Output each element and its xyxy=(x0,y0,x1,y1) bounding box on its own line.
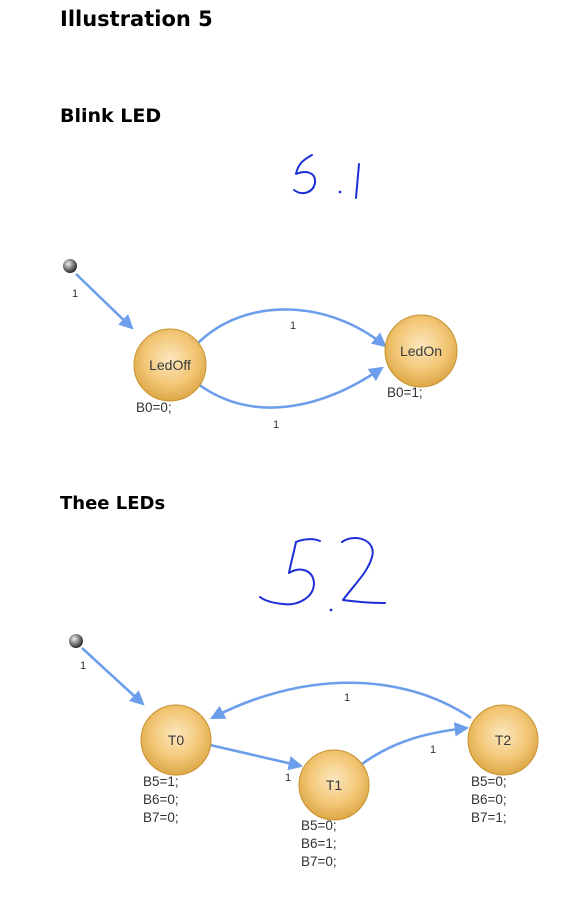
transition-label: 1 xyxy=(344,692,350,704)
transition-t2-to-t0 xyxy=(210,681,472,720)
initial-transition xyxy=(81,647,145,706)
state-action: B5=1; xyxy=(143,774,179,789)
state-action: B6=0; xyxy=(471,792,507,807)
transition-t0-to-t1 xyxy=(209,743,304,771)
initial-state-dot xyxy=(69,634,83,648)
state-t2: T2 B5=0; B6=0; B7=1; xyxy=(467,704,539,825)
transition-label: 1 xyxy=(430,744,436,756)
state-action: B7=1; xyxy=(471,810,507,825)
state-ledoff: LedOff B0=0; xyxy=(133,328,207,415)
transition-label: 1 xyxy=(80,660,86,672)
transition-label: 1 xyxy=(285,772,291,784)
initial-state-dot xyxy=(63,259,77,273)
state-action: B0=0; xyxy=(136,400,172,415)
state-action: B7=0; xyxy=(301,854,337,869)
state-name: T0 xyxy=(168,732,185,748)
state-ledon: LedOn B0=1; xyxy=(384,314,458,400)
state-name: LedOff xyxy=(149,357,191,373)
state-t1: T1 B5=0; B6=1; B7=0; xyxy=(298,749,370,869)
state-action: B5=0; xyxy=(301,818,337,833)
state-name: T2 xyxy=(495,732,512,748)
state-action: B6=0; xyxy=(143,792,179,807)
initial-transition xyxy=(75,273,134,330)
transition-label: 1 xyxy=(290,320,296,332)
state-name: T1 xyxy=(326,777,343,793)
transition-t1-to-t2 xyxy=(361,722,470,766)
blink-led-diagram: 1 1 1 LedOff B0=0; LedOn B0=1; xyxy=(63,154,458,431)
state-name: LedOn xyxy=(400,343,442,359)
state-action: B0=1; xyxy=(387,385,423,400)
transition-ledoff-to-ledon-lower xyxy=(197,366,384,409)
state-t0: T0 B5=1; B6=0; B7=0; xyxy=(140,704,212,825)
state-action: B5=0; xyxy=(471,774,507,789)
handwritten-label-5-2 xyxy=(259,537,386,612)
blink-led-heading: Blink LED xyxy=(60,105,162,127)
state-action: B6=1; xyxy=(301,836,337,851)
transition-label: 1 xyxy=(72,288,78,300)
page-title: Illustration 5 xyxy=(60,7,213,31)
state-action: B7=0; xyxy=(143,810,179,825)
transition-ledoff-to-ledon-upper xyxy=(195,308,387,348)
transition-label: 1 xyxy=(273,419,279,431)
three-leds-diagram: 1 1 1 1 T0 B5=1; B6=0; B7=0; T1 B5=0; B6… xyxy=(69,537,539,869)
three-leds-heading: Thee LEDs xyxy=(60,493,166,514)
handwritten-label-5-1 xyxy=(293,154,360,199)
